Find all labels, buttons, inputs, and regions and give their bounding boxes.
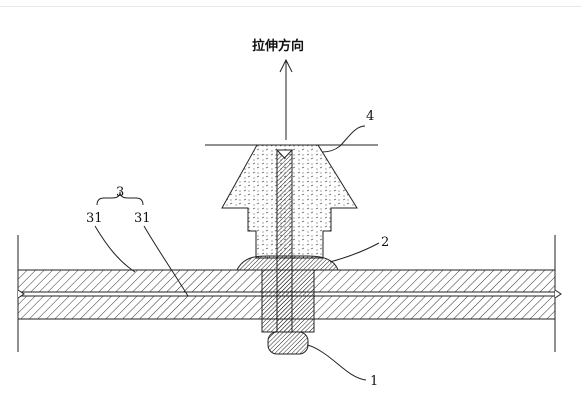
label-1: 1	[370, 374, 378, 389]
leader-4	[321, 125, 366, 153]
leader-1	[306, 344, 367, 381]
direction-label: 拉伸方向	[252, 38, 304, 54]
leader-31-left	[94, 225, 136, 273]
leader-2	[329, 242, 380, 263]
rivet-mandrel	[267, 149, 309, 355]
label-3-bracket	[96, 191, 144, 206]
label-31-left: 31	[86, 211, 103, 226]
label-4: 4	[366, 109, 374, 124]
leader-31-right	[143, 225, 189, 297]
label-31-right: 31	[134, 211, 151, 226]
pull-direction-arrow	[279, 58, 293, 140]
top-divider	[0, 6, 581, 7]
label-2: 2	[381, 235, 389, 250]
